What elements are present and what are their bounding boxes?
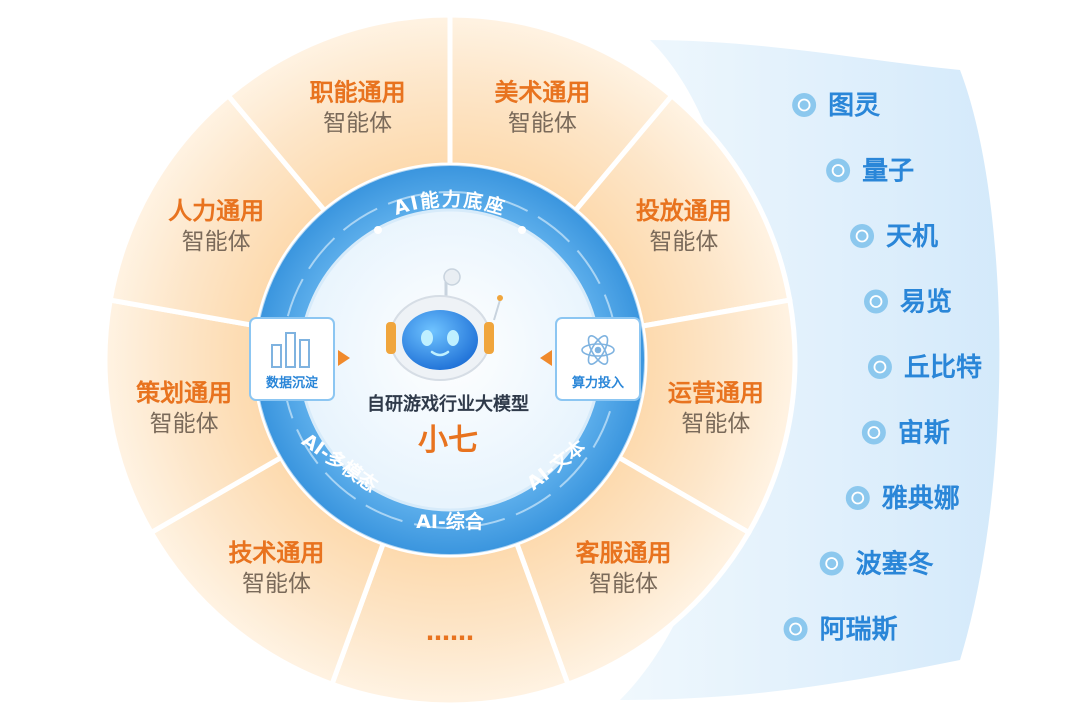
pulse-icon (845, 486, 870, 510)
sector-title: 运营通用 (668, 379, 764, 407)
sector-title: 人力通用 (168, 197, 264, 225)
compute-investment-box: 算力投入 (540, 317, 641, 401)
agent-name: 图灵 (828, 91, 880, 121)
agent-name: 天机 (886, 222, 938, 252)
agent-item: 天机 (850, 222, 938, 252)
robot-icon (386, 268, 503, 381)
person-icon (783, 617, 808, 641)
sector-title: 职能通用 (310, 78, 406, 106)
agent-item: 波塞冬 (819, 549, 934, 580)
ring-icon (850, 224, 875, 248)
agent-item: 宙斯 (861, 418, 950, 449)
sector-subtitle: 智能体 (508, 110, 577, 136)
cube-icon (826, 158, 851, 183)
agent-item: 丘比特 (867, 352, 982, 383)
sector-title: 美术通用 (494, 78, 590, 106)
sector-subtitle: 智能体 (681, 411, 750, 437)
agent-name: 量子 (862, 157, 914, 187)
sector-title: 技术通用 (228, 539, 324, 567)
bell-icon (864, 289, 889, 314)
agent-item: 阿瑞斯 (783, 615, 898, 645)
sector-title: 客服通用 (576, 539, 672, 567)
agent-name: 易览 (900, 288, 952, 318)
data-accumulation-box: 数据沉淀 (249, 317, 350, 401)
agent-name: 宙斯 (898, 418, 950, 449)
ring-label-bottom: AI-综合 (416, 510, 485, 533)
model-title: 自研游戏行业大模型 (367, 393, 529, 415)
svg-text:算力投入: 算力投入 (572, 375, 624, 391)
agent-name: 丘比特 (904, 352, 982, 383)
sector-title: 策划通用 (136, 379, 232, 407)
sector-subtitle: 智能体 (323, 110, 392, 136)
sector-subtitle: 智能体 (589, 571, 658, 597)
agent-name: 波塞冬 (856, 549, 934, 580)
brain-icon (792, 93, 817, 117)
agent-item: 易览 (864, 288, 952, 318)
share-icon (867, 355, 892, 379)
agent-item: 量子 (826, 157, 914, 187)
sector-subtitle: 智能体 (150, 411, 219, 437)
gamepad-icon (861, 420, 886, 445)
atom-icon (581, 335, 615, 365)
sector-title: …… (426, 618, 474, 646)
sector-subtitle: 智能体 (242, 571, 311, 597)
agent-item: 图灵 (792, 91, 880, 121)
agent-item: 雅典娜 (845, 484, 960, 514)
gauge-icon (819, 551, 844, 576)
agent-name: 阿瑞斯 (820, 615, 898, 645)
sector-subtitle: 智能体 (182, 229, 251, 255)
bar-chart-icon (271, 332, 310, 368)
sector-title: 投放通用 (636, 197, 732, 225)
agent-name: 雅典娜 (882, 484, 960, 514)
sector-subtitle: 智能体 (649, 229, 718, 255)
svg-text:数据沉淀: 数据沉淀 (266, 375, 319, 391)
model-name: 小七 (418, 423, 478, 458)
